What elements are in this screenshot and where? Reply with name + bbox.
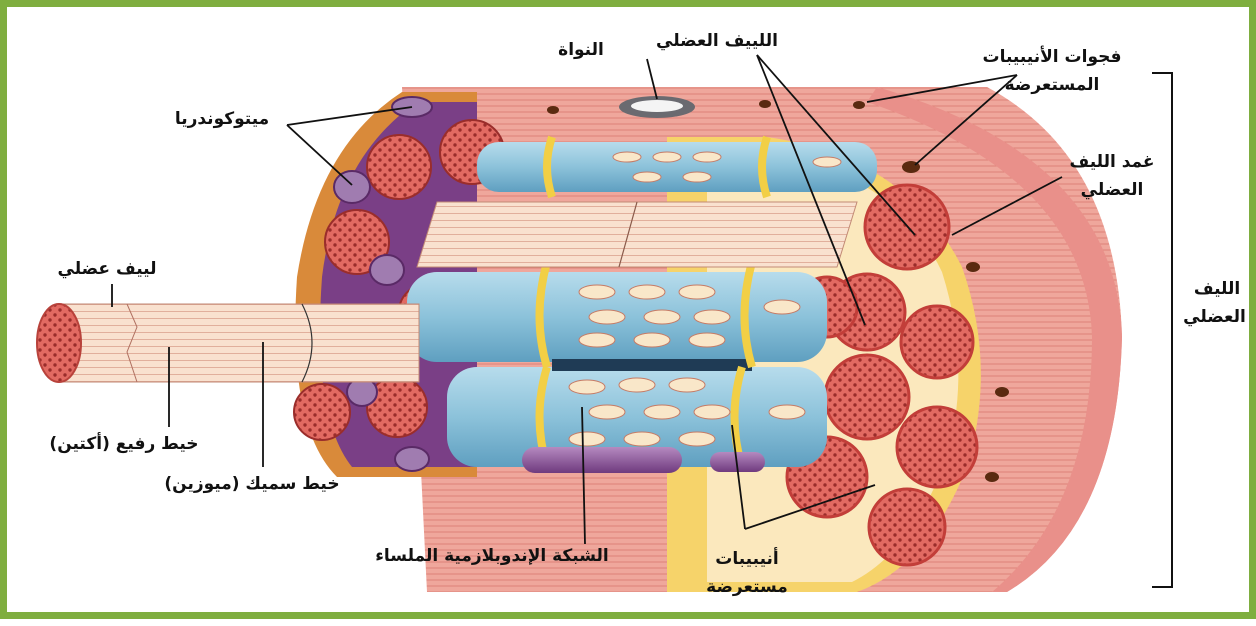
label-t-tubules-1: أنيبيبات <box>697 547 797 571</box>
projecting-myofibril <box>37 304 419 382</box>
label-thick-filament: خيط سميك (ميوزين) <box>157 472 347 496</box>
label-mitochondria: ميتوكوندريا <box>162 107 282 131</box>
label-sarcolemma-2: العضلي <box>1067 178 1157 202</box>
label-t-tubule-openings-1: فجوات الأنيبيبات <box>977 45 1127 69</box>
muscle-fiber-illustration <box>7 7 1256 626</box>
label-muscle-fiber-2: العضلي <box>1172 305 1256 329</box>
label-t-tubules-2: مستعرضة <box>697 575 797 599</box>
label-nucleus: النواة <box>541 38 621 62</box>
label-thin-filament: خيط رفيع (أكتين) <box>39 432 209 456</box>
mitochondrion-bar <box>522 447 682 473</box>
label-t-tubule-openings-2: المستعرضة <box>992 73 1112 97</box>
label-sarcoplasmic-reticulum: الشبكة الإندوبلازمية الملساء <box>352 544 632 568</box>
label-muscle-fiber-1: الليف <box>1177 277 1256 301</box>
longitudinal-myofibrils <box>417 202 857 267</box>
label-myofibril-top: اللييف العضلي <box>647 29 787 53</box>
label-sarcolemma-1: غمد الليف <box>1057 150 1167 174</box>
label-myofibril-left: لييف عضلي <box>47 257 167 281</box>
